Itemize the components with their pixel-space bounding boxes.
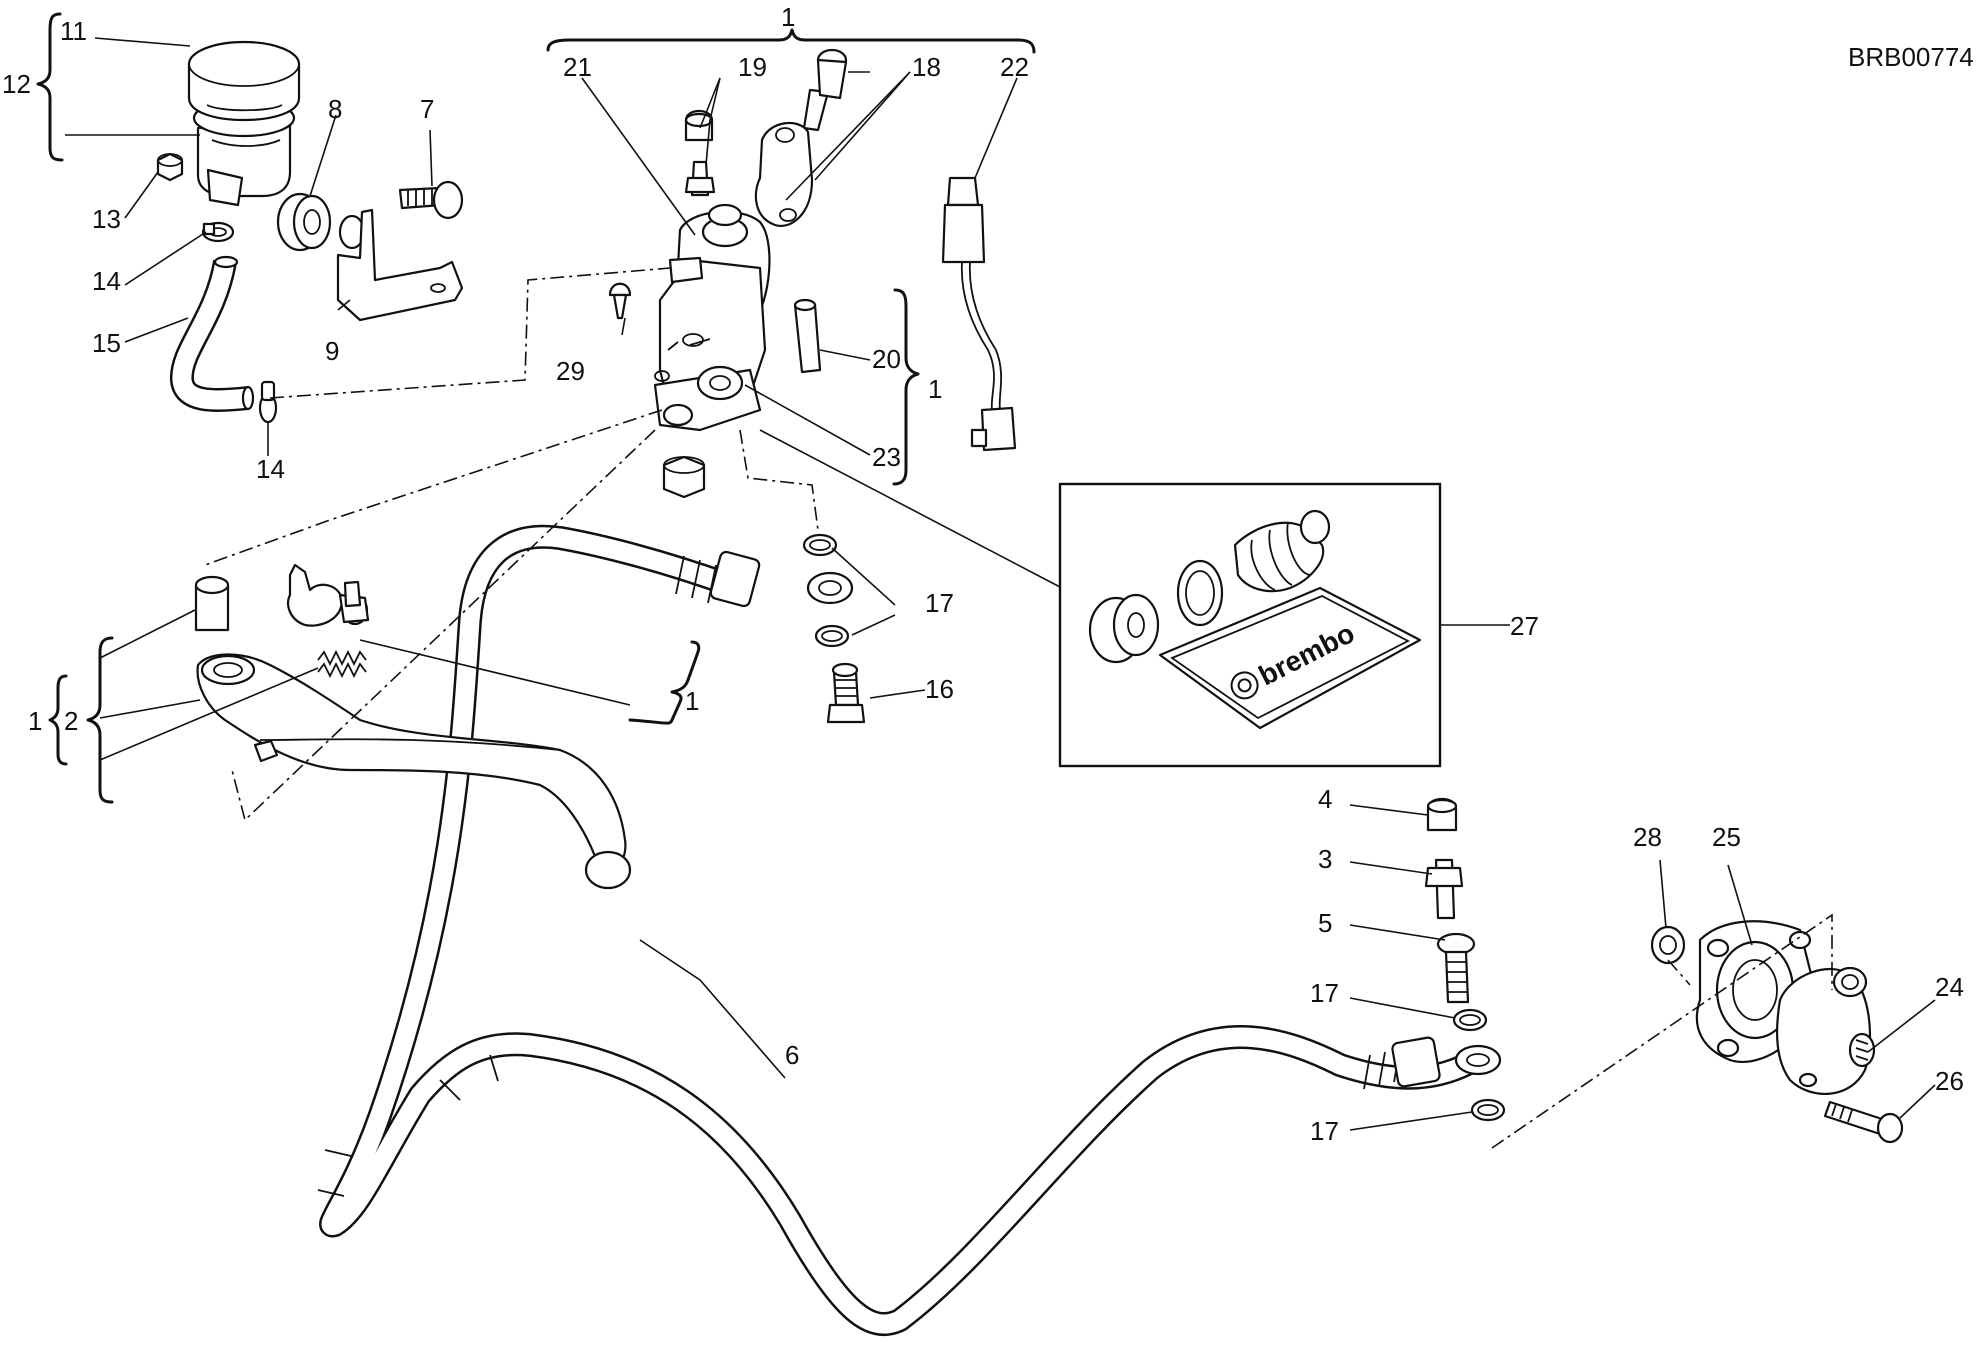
callout-16: 16 bbox=[925, 674, 954, 704]
callout-14-b: 14 bbox=[256, 454, 285, 484]
o-ring-17-c bbox=[1452, 1008, 1488, 1032]
clip-29 bbox=[608, 282, 632, 320]
screw-18 bbox=[802, 48, 848, 132]
callout-25: 25 bbox=[1712, 822, 1741, 852]
callout-3: 3 bbox=[1318, 844, 1332, 874]
callout-1-top: 1 bbox=[781, 2, 795, 32]
callout-1-left: 1 bbox=[28, 706, 42, 736]
o-ring-17-b bbox=[814, 624, 850, 648]
o-ring-17-d bbox=[1470, 1098, 1506, 1122]
callout-20: 20 bbox=[872, 344, 901, 374]
callout-18: 18 bbox=[912, 52, 941, 82]
assembly-lines bbox=[204, 267, 1833, 1149]
callout-1-lever: 1 bbox=[685, 686, 699, 716]
pin-20 bbox=[793, 298, 822, 374]
braces bbox=[36, 12, 1036, 804]
callout-22: 22 bbox=[1000, 52, 1029, 82]
banjo-bolt-5 bbox=[1436, 932, 1476, 1004]
callout-17-c: 17 bbox=[1310, 1116, 1339, 1146]
clamp-14-bottom bbox=[258, 380, 278, 424]
bracket-9 bbox=[336, 208, 464, 322]
callout-11: 11 bbox=[60, 16, 87, 46]
callout-6: 6 bbox=[785, 1040, 799, 1070]
callout-15: 15 bbox=[92, 328, 121, 358]
callout-8: 8 bbox=[328, 94, 342, 124]
master-cylinder bbox=[653, 203, 771, 432]
callout-1-right: 1 bbox=[928, 374, 942, 404]
nut-13 bbox=[156, 152, 184, 182]
clamp-14-top bbox=[201, 221, 235, 243]
grommet-8 bbox=[276, 192, 332, 252]
callout-17-a: 17 bbox=[925, 588, 954, 618]
diagram-code: BRB00774 bbox=[1848, 42, 1974, 72]
reservoir bbox=[187, 40, 301, 207]
callout-2: 2 bbox=[64, 706, 78, 736]
spacer-28 bbox=[1650, 925, 1686, 965]
callout-12: 12 bbox=[2, 69, 31, 99]
bolt-7 bbox=[398, 180, 464, 220]
switch-22 bbox=[941, 176, 1017, 452]
callout-17-b: 17 bbox=[1310, 978, 1339, 1008]
clutch-hose bbox=[317, 524, 1487, 1336]
fitting-4 bbox=[1426, 797, 1458, 832]
banjo-bolt-16 bbox=[826, 662, 866, 724]
callout-29: 29 bbox=[556, 356, 585, 386]
callout-28: 28 bbox=[1633, 822, 1662, 852]
lever bbox=[196, 653, 632, 890]
callout-7: 7 bbox=[420, 94, 434, 124]
bushing bbox=[194, 575, 230, 632]
slave-cylinder-24 bbox=[1775, 966, 1876, 1096]
leader-lines bbox=[65, 37, 1936, 1131]
callout-13: 13 bbox=[92, 204, 121, 234]
callout-26: 26 bbox=[1935, 1066, 1964, 1096]
callout-14-a: 14 bbox=[92, 266, 121, 296]
callout-24: 24 bbox=[1935, 972, 1964, 1002]
spring bbox=[317, 649, 367, 679]
reservoir-hose bbox=[170, 255, 255, 413]
banjo-slave bbox=[1454, 1044, 1502, 1076]
nut-1 bbox=[662, 455, 706, 499]
cap-19 bbox=[684, 109, 714, 142]
lever-adjuster bbox=[287, 563, 370, 627]
bleeder-3 bbox=[1424, 858, 1464, 920]
callout-27: 27 bbox=[1510, 611, 1539, 641]
callout-labels: 1 12 11 8 7 13 14 15 9 14 21 19 18 22 29… bbox=[2, 2, 1964, 1146]
callout-21: 21 bbox=[563, 52, 592, 82]
screw-26 bbox=[1823, 1100, 1904, 1144]
bleeder-19 bbox=[684, 160, 716, 197]
o-ring-17-a bbox=[802, 533, 838, 557]
banjo-fitting bbox=[806, 571, 854, 605]
callout-19: 19 bbox=[738, 52, 767, 82]
clamp-18 bbox=[754, 121, 814, 228]
repair-kit-box: brembo bbox=[1058, 482, 1442, 768]
callout-9: 9 bbox=[325, 336, 339, 366]
callout-4: 4 bbox=[1318, 784, 1332, 814]
callout-5: 5 bbox=[1318, 908, 1332, 938]
callout-23: 23 bbox=[872, 442, 901, 472]
